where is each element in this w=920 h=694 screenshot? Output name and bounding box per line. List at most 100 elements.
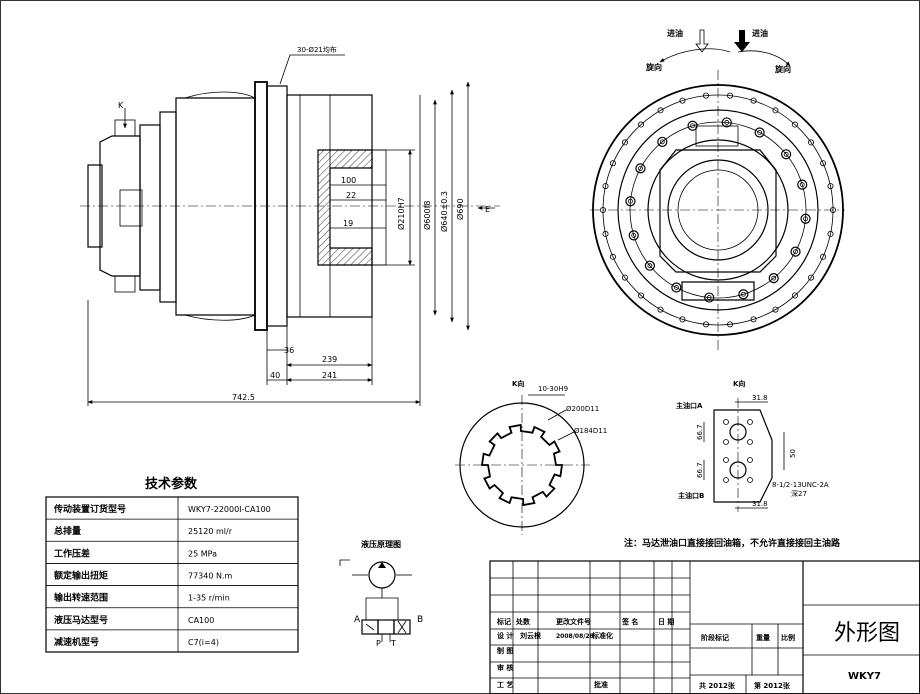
flange-bolt-hole (750, 316, 757, 323)
flange-bolt-hole (638, 121, 645, 128)
inner-bolt (800, 213, 811, 224)
flange-bolt-hole (609, 160, 616, 167)
inner-bolt-core (690, 123, 696, 129)
spec-row-value: WKY7-22000I-CA100 (188, 505, 271, 514)
hyd-port-a: A (354, 615, 361, 625)
spec-row-value: 1-35 r/min (188, 594, 230, 603)
line-b (382, 597, 399, 620)
tb-col-mark: 标记 (496, 617, 511, 626)
inner-bolt (721, 117, 732, 128)
tb-design-date: 2008/08/28 (556, 633, 594, 640)
flange-bolt-hole (657, 306, 664, 313)
inner-bolt (768, 273, 779, 284)
port-bolt-3 (723, 439, 729, 445)
tb-design-label: 设 计 (497, 631, 513, 640)
flange-bolt-hole (791, 292, 798, 299)
flange-bolt-hole (621, 139, 628, 146)
inner-bolt-ring (629, 121, 807, 299)
bolt-ring (600, 92, 837, 328)
valve-arrow-1 (365, 623, 375, 631)
rotation-arrow-right (737, 50, 791, 67)
drawing-note: 注：马达泄油口直接接回油箱，不允许直接接回主油路 (624, 537, 841, 549)
inner-bolt-core (631, 232, 637, 238)
spec-row-label: 总排量 (54, 525, 81, 537)
rotation-arrow-left (659, 48, 731, 63)
inner-bolt (628, 230, 639, 241)
inner-bolt-core (706, 295, 712, 300)
spline-outer-leader (547, 409, 567, 421)
flange-bolt-hole (820, 253, 827, 260)
e-label: E (485, 205, 490, 214)
in-oil-left-label: 进油 (667, 28, 683, 38)
spline-view-label: K向 (512, 379, 524, 388)
dim-100: 100 (341, 176, 356, 185)
inner-bolt (790, 246, 801, 257)
inner-bolt-core (740, 291, 746, 297)
spec-row-label: 液压马达型号 (54, 614, 108, 626)
flange-bolt-hole (679, 316, 686, 323)
spec-row-value: CA100 (188, 616, 214, 625)
tb-designer: 刘云根 (520, 631, 541, 640)
inner-bolt (657, 136, 668, 147)
tb-grid (490, 561, 690, 694)
inner-bolt-core (724, 120, 730, 125)
port-bolt-6 (747, 457, 753, 463)
port-depth: 深27 (791, 489, 807, 498)
dim-36: 36 (284, 346, 294, 355)
drain-line (339, 559, 350, 566)
flange-bolt-hole (600, 206, 607, 213)
motor-housing (659, 149, 777, 273)
motor-triangle (378, 562, 386, 568)
tb-col-count: 处数 (515, 617, 531, 626)
dim-bolt-holes: 30-Ø21均布 (297, 45, 337, 54)
port-thread: 8-1/2-13UNC-2A (772, 481, 829, 489)
dim-22: 22 (346, 191, 356, 200)
flange-bolt-hole (808, 274, 815, 281)
flange-bolt-hole (827, 183, 834, 190)
dim-dia-690: Ø690 (455, 198, 465, 220)
hub-bore (371, 149, 387, 266)
port-bolt-7 (723, 477, 729, 483)
port-bolt-1 (723, 419, 729, 425)
dim-overall-length: 742.5 (232, 393, 255, 402)
inner-bolt-core (783, 151, 789, 157)
front-view: 进油 进油 旋向 旋向 (590, 28, 845, 350)
tb-col-docno: 更改文件号 (556, 617, 591, 626)
dim-239: 239 (322, 355, 337, 364)
flange-bolt-hole (820, 160, 827, 167)
housing-circle (617, 109, 819, 311)
tb-process-label: 工 艺 (497, 680, 513, 689)
hydraulic-schematic: 液压原理图 A B P T (339, 539, 423, 648)
rotation-left-label: 旋向 (645, 62, 662, 72)
port-bolt-4 (747, 439, 753, 445)
spec-row-label: 输出转速范围 (54, 592, 108, 604)
line-a (365, 588, 383, 620)
valve-box-2 (377, 619, 395, 635)
flange-bolt-hole (657, 107, 664, 114)
inner-bolt (781, 149, 792, 160)
inner-bolt-core (757, 130, 763, 135)
inner-bolt (625, 196, 636, 207)
motor-end-plate (87, 164, 103, 248)
port-block (713, 409, 773, 503)
inner-bolt (797, 179, 808, 190)
spline-spec: 10-30H9 (538, 385, 568, 393)
port-bolt-5 (723, 457, 729, 463)
tb-weight: 重量 (756, 633, 770, 642)
port-view: K向 31.8 31.8 主油口A 主油口B 66.7 66.7 50 8-1/… (676, 379, 829, 512)
side-view: 742.5 239 241 40 36 100 22 19 30-Ø21均布 Ø… (80, 45, 500, 406)
port-dim-a: 66.7 (696, 424, 704, 440)
motor-ring (647, 139, 789, 281)
dim-40: 40 (270, 371, 280, 380)
tb-col-date: 日 期 (658, 617, 674, 626)
tb-col-sign: 签 名 (621, 617, 638, 626)
port-dim-b: 66.7 (696, 462, 704, 478)
flange-bolt-hole (602, 183, 609, 190)
spec-row-value: 25 MPa (188, 549, 217, 558)
spline-profile (480, 423, 564, 507)
hydraulic-title: 液压原理图 (361, 539, 401, 549)
k-label: K (118, 101, 124, 110)
hyd-port-t: T (390, 639, 396, 648)
